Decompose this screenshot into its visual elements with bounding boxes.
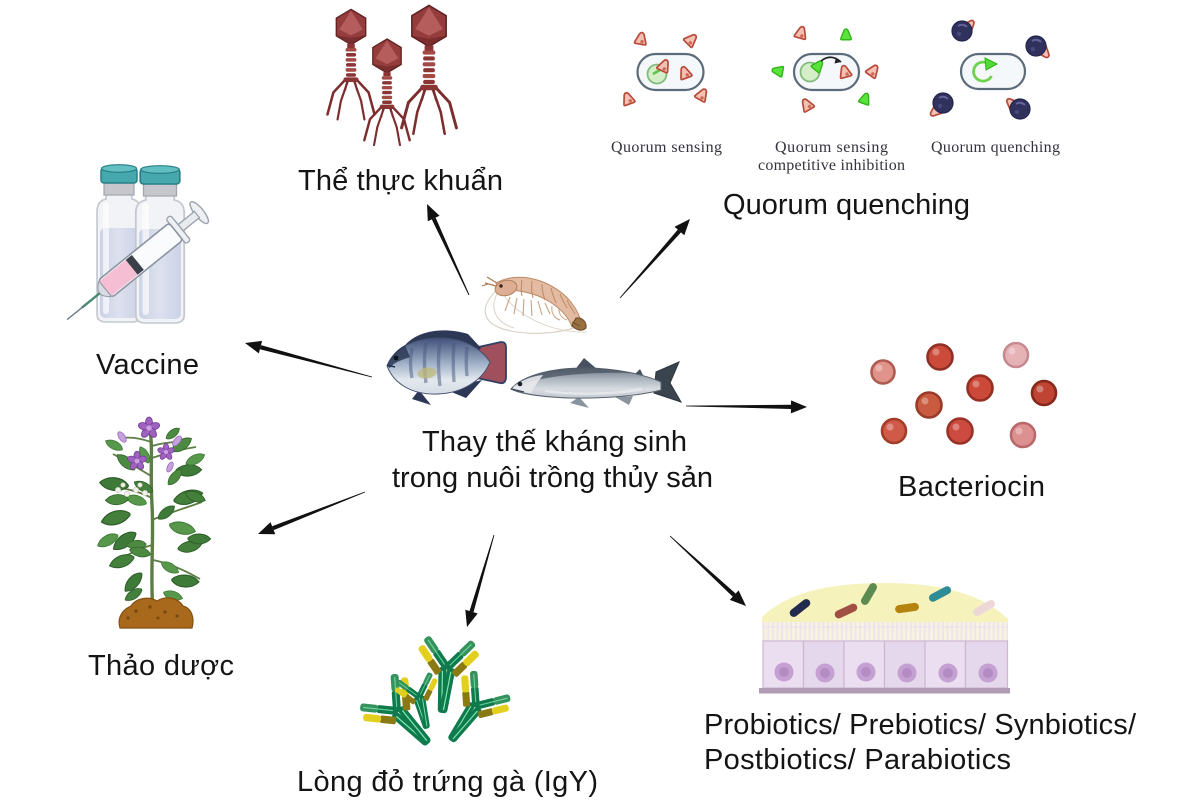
svg-text:Thảo dược: Thảo dược <box>88 650 234 682</box>
svg-text:Probiotics/ Prebiotics/ Synbio: Probiotics/ Prebiotics/ Synbiotics/ <box>704 709 1137 741</box>
svg-text:Quorum sensing: Quorum sensing <box>775 139 888 156</box>
svg-text:Vaccine: Vaccine <box>96 349 199 381</box>
svg-text:Postbiotics/ Parabiotics: Postbiotics/ Parabiotics <box>704 744 1011 776</box>
svg-text:Bacteriocin: Bacteriocin <box>898 471 1045 503</box>
svg-text:Thay thế kháng sinh: Thay thế kháng sinh <box>422 426 687 458</box>
svg-text:Lòng đỏ trứng gà (IgY): Lòng đỏ trứng gà (IgY) <box>297 766 598 798</box>
svg-text:Thể thực khuẩn: Thể thực khuẩn <box>298 165 503 197</box>
svg-text:Quorum quenching: Quorum quenching <box>931 139 1060 156</box>
svg-text:competitive inhibition: competitive inhibition <box>758 157 905 174</box>
svg-text:trong nuôi trồng thủy sản: trong nuôi trồng thủy sản <box>392 462 713 494</box>
svg-text:Quorum quenching: Quorum quenching <box>723 189 970 221</box>
svg-text:Quorum sensing: Quorum sensing <box>611 139 722 156</box>
